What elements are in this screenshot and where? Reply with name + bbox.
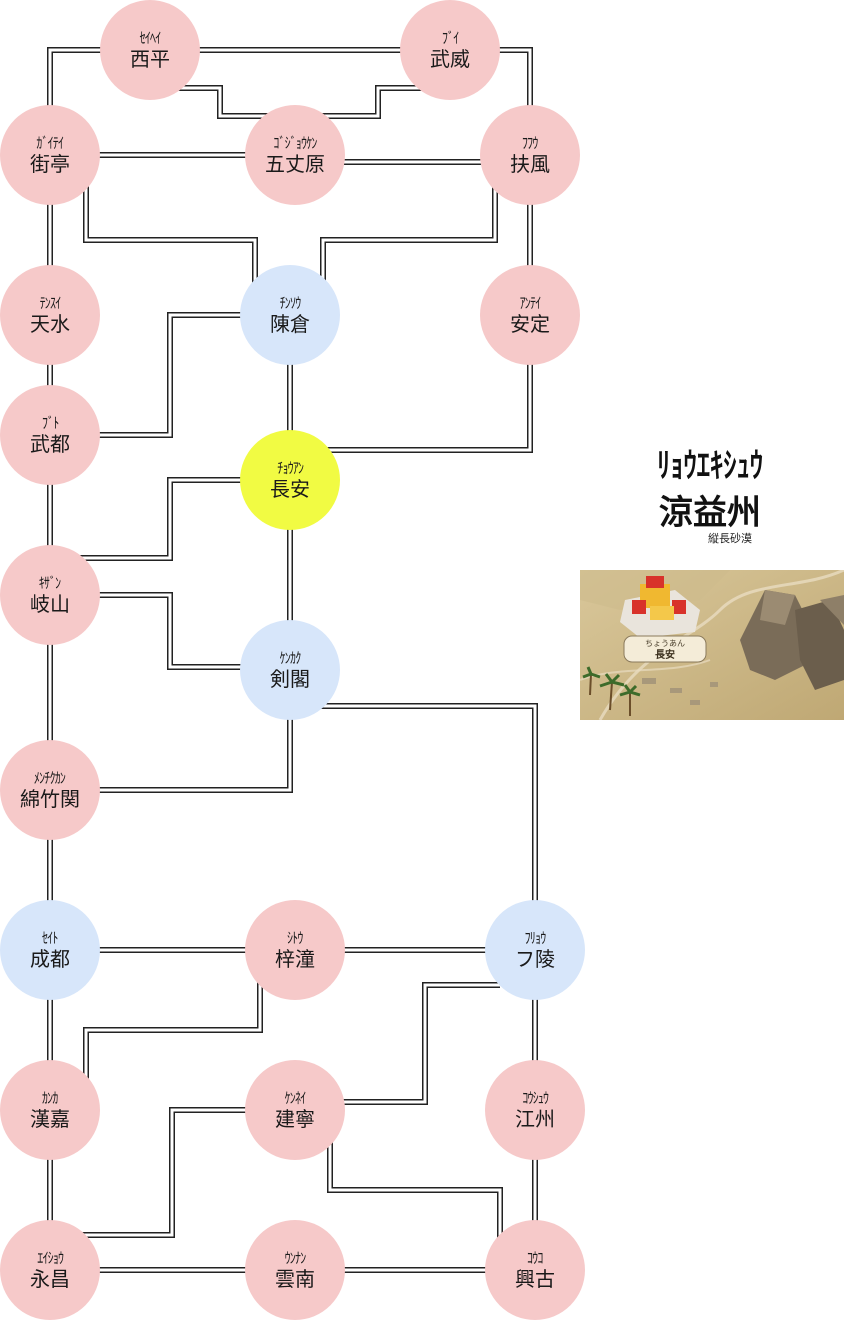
city-name: 雲南: [275, 1267, 315, 1291]
route-inner-shitou-kanka: [84, 950, 262, 1110]
route-inner-kenkaku-furyou: [290, 704, 537, 950]
city-name: 成都: [30, 947, 70, 971]
city-node-bui[interactable]: ﾌﾞｲ武威: [400, 0, 500, 100]
city-reading: ｴｲｼｮｳ: [36, 1249, 64, 1267]
city-reading: ｹﾝｶｸ: [279, 649, 302, 667]
city-name: 天水: [30, 312, 70, 336]
city-node-chouan[interactable]: ﾁｮｳｱﾝ長安: [240, 430, 340, 530]
city-name: 長安: [270, 477, 310, 501]
route-gaitei-chinsou: [83, 155, 258, 315]
city-name: 陳倉: [270, 312, 310, 336]
city-reading: ｳﾝﾅﾝ: [284, 1249, 307, 1267]
city-name: 綿竹関: [20, 787, 80, 811]
route-inner-chinsou-buto: [50, 313, 255, 437]
city-node-kouko[interactable]: ｺｳｺ興古: [485, 1220, 585, 1320]
route-inner-chouan-kizan: [50, 478, 255, 560]
city-reading: ｺｳｺ: [527, 1249, 543, 1267]
route-chouan-kizan: [50, 477, 255, 561]
city-reading: ﾃﾝｽｲ: [39, 294, 62, 312]
city-node-kenkaku[interactable]: ｹﾝｶｸ剣閣: [240, 620, 340, 720]
city-name: 武威: [430, 47, 470, 71]
city-reading: ｼﾄｳ: [287, 929, 303, 947]
route-inner-bui-gojougen: [295, 86, 450, 118]
city-node-kizan[interactable]: ｷｻﾞﾝ岐山: [0, 545, 100, 645]
route-inner-kizan-kenkaku: [50, 593, 290, 669]
city-node-antei[interactable]: ｱﾝﾃｲ安定: [480, 265, 580, 365]
region-reading: ﾘｮｳｴｷｼｭｳ: [656, 446, 764, 486]
city-node-menchikukan[interactable]: ﾒﾝﾁｸｶﾝ綿竹関: [0, 740, 100, 840]
city-name: 街亭: [30, 152, 70, 176]
map-thumbnail: ちょうあん 長安: [580, 570, 844, 720]
city-name: 剣閣: [270, 667, 310, 691]
route-inner-fufuu-chinsou: [321, 155, 497, 315]
city-node-chinsou[interactable]: ﾁﾝｿｳ陳倉: [240, 265, 340, 365]
city-reading: ｶﾞｲﾃｲ: [36, 134, 65, 152]
city-node-seihei[interactable]: ｾｲﾍｲ西平: [100, 0, 200, 100]
city-reading: ｾｲﾄ: [42, 929, 58, 947]
castle-icon: [620, 576, 700, 638]
city-node-gojougen[interactable]: ｺﾞｼﾞｮｳｹﾝ五丈原: [245, 105, 345, 205]
city-name: 五丈原: [265, 152, 325, 176]
city-name: 建寧: [275, 1107, 315, 1131]
city-reading: ｺｳｼｭｳ: [521, 1089, 549, 1107]
city-node-buto[interactable]: ﾌﾞﾄ武都: [0, 385, 100, 485]
route-inner-furyou-kennei: [295, 983, 500, 1104]
route-inner-kennei-kouko: [328, 1110, 502, 1270]
city-node-gaitei[interactable]: ｶﾞｲﾃｲ街亭: [0, 105, 100, 205]
route-inner-gaitei-chinsou: [84, 155, 257, 315]
city-name: 安定: [510, 312, 550, 336]
city-node-kennei[interactable]: ｹﾝﾈｲ建寧: [245, 1060, 345, 1160]
city-node-unnan[interactable]: ｳﾝﾅﾝ雲南: [245, 1220, 345, 1320]
city-name: 西平: [130, 47, 170, 71]
city-node-kanka[interactable]: ｶﾝｶ漢嘉: [0, 1060, 100, 1160]
city-reading: ﾌﾘｮｳ: [524, 929, 547, 947]
city-name: 漢嘉: [30, 1107, 70, 1131]
city-reading: ﾒﾝﾁｸｶﾝ: [34, 769, 66, 787]
city-node-fufuu[interactable]: ﾌﾌｳ扶風: [480, 105, 580, 205]
city-reading: ｾｲﾍｲ: [139, 29, 162, 47]
city-node-seito[interactable]: ｾｲﾄ成都: [0, 900, 100, 1000]
route-fufuu-chinsou: [320, 155, 498, 315]
city-node-shitou[interactable]: ｼﾄｳ梓潼: [245, 900, 345, 1000]
city-reading: ﾌﾞﾄ: [41, 414, 59, 432]
city-name: 永昌: [30, 1267, 70, 1291]
city-node-koushuu[interactable]: ｺｳｼｭｳ江州: [485, 1060, 585, 1160]
city-reading: ﾌﾞｲ: [441, 29, 459, 47]
route-inner-seihei-gojougen: [150, 86, 295, 118]
ruins-icon: [642, 678, 718, 705]
route-inner-kennei-eishou: [50, 1108, 260, 1237]
city-reading: ｹﾝﾈｲ: [284, 1089, 307, 1107]
city-reading: ﾁﾝｿｳ: [279, 294, 302, 312]
city-name: 武都: [30, 432, 70, 456]
city-node-furyou[interactable]: ﾌﾘｮｳフ陵: [485, 900, 585, 1000]
city-reading: ﾌﾌｳ: [522, 134, 538, 152]
city-node-tensui[interactable]: ﾃﾝｽｲ天水: [0, 265, 100, 365]
city-reading: ｺﾞｼﾞｮｳｹﾝ: [273, 134, 317, 152]
city-name: 興古: [515, 1267, 555, 1291]
city-reading: ｷｻﾞﾝ: [39, 574, 61, 592]
city-name: 扶風: [510, 152, 550, 176]
city-name: 岐山: [30, 592, 70, 616]
city-name: 梓潼: [275, 947, 315, 971]
svg-text:ちょうあん: ちょうあん: [645, 639, 685, 648]
region-subtitle: 縦長砂漠: [708, 532, 752, 545]
city-node-eishou[interactable]: ｴｲｼｮｳ永昌: [0, 1220, 100, 1320]
city-name: フ陵: [515, 947, 555, 971]
svg-text:長安: 長安: [655, 648, 675, 661]
city-label-badge: ちょうあん 長安: [623, 635, 707, 663]
city-reading: ﾁｮｳｱﾝ: [276, 459, 304, 477]
region-title: 涼益州: [659, 493, 761, 533]
rock-icon: [740, 590, 844, 690]
city-reading: ｶﾝｶ: [42, 1089, 58, 1107]
city-reading: ｱﾝﾃｲ: [519, 294, 542, 312]
city-name: 江州: [515, 1107, 555, 1131]
palm-tree-icon: [582, 666, 641, 716]
